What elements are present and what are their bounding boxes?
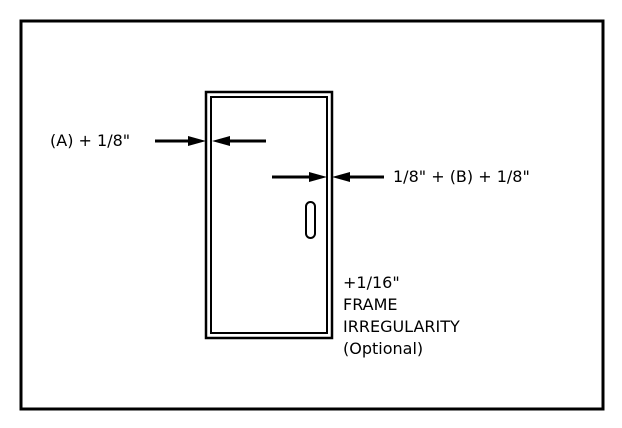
door-handle xyxy=(305,201,316,239)
right-arrow-in xyxy=(272,172,327,182)
note-frame-label: FRAME xyxy=(343,295,398,314)
note-optional-label: (Optional) xyxy=(343,339,423,358)
door-frame-inner xyxy=(210,96,328,334)
right-dimension-label: 1/8" + (B) + 1/8" xyxy=(393,167,530,186)
door-frame-outer xyxy=(204,90,334,340)
left-arrow-out xyxy=(212,136,266,146)
left-arrow-in xyxy=(155,136,206,146)
right-arrow-out xyxy=(332,172,384,182)
outer-border xyxy=(19,19,605,411)
note-fraction-label: +1/16" xyxy=(343,273,400,292)
note-irregularity-label: IRREGULARITY xyxy=(343,317,460,336)
left-dimension-label: (A) + 1/8" xyxy=(50,131,130,150)
